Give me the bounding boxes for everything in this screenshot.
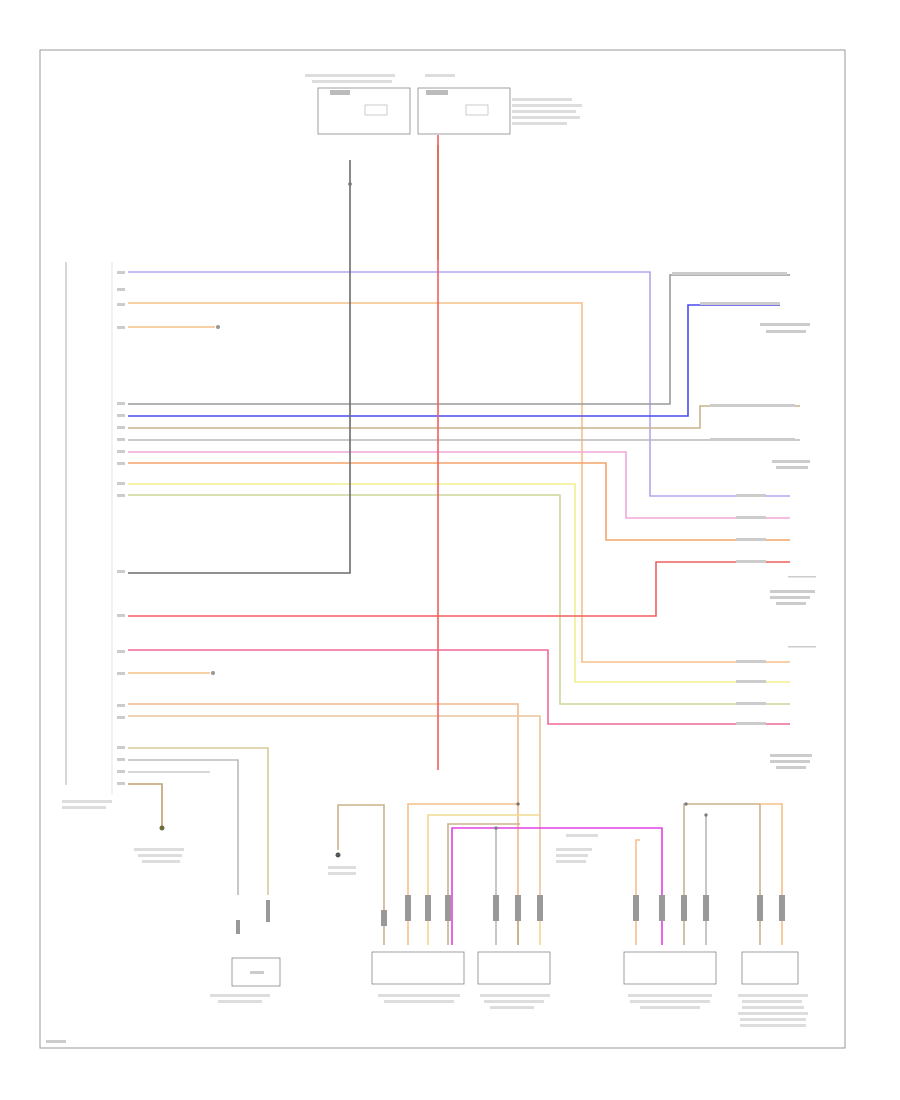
wire-gray-1 xyxy=(128,274,790,405)
fuse-caption-top xyxy=(305,74,455,83)
wire-salmon xyxy=(128,462,790,541)
wire-brown-1 xyxy=(128,747,269,895)
fuse-caption-right xyxy=(512,98,582,125)
wire-tan-2 xyxy=(128,715,541,895)
component-box-1 xyxy=(231,957,281,987)
diagram-frame xyxy=(39,49,846,1049)
wire-salmon-2 xyxy=(128,703,519,895)
wire-red-1 xyxy=(128,561,790,617)
component-box-5 xyxy=(741,951,799,985)
component-box-3 xyxy=(477,951,551,985)
bottom-captions xyxy=(134,834,808,1027)
control-module-caption xyxy=(62,800,112,809)
component-box-2 xyxy=(371,951,465,985)
wire-yellow xyxy=(128,483,790,683)
right-connector-labels xyxy=(672,272,816,769)
wire-blue xyxy=(128,304,780,417)
wire-violet-top xyxy=(128,271,790,497)
pin-labels xyxy=(117,271,125,785)
wire-olive xyxy=(128,494,790,705)
page-mark xyxy=(46,1040,66,1043)
wire-gray-3 xyxy=(128,759,239,895)
wire-tan xyxy=(128,405,800,429)
fuse-block-left xyxy=(317,87,411,135)
wire-magenta-red xyxy=(128,649,790,725)
wire-darkgray xyxy=(128,160,351,574)
component-box-4 xyxy=(623,951,717,985)
fuse-block-right xyxy=(417,87,511,135)
connector-pins xyxy=(236,895,785,934)
wire-pink xyxy=(128,451,790,519)
wire-brown-ground xyxy=(128,783,163,826)
wire-orange-top xyxy=(128,302,790,663)
